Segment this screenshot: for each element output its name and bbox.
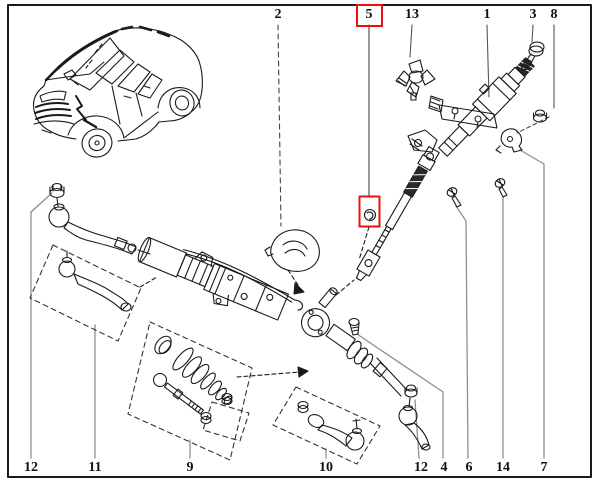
highlight-box-callout-5 [356, 4, 383, 27]
right-tie-rod-end [398, 384, 431, 451]
diagram-border [7, 4, 592, 478]
highlight-box-part-5 [358, 195, 381, 228]
callout-3[interactable]: 3 [529, 7, 537, 22]
callout-8[interactable]: 8 [550, 7, 558, 22]
nut-part-5 [363, 208, 377, 222]
callout-1[interactable]: 1 [483, 7, 491, 22]
cover-part-2 [264, 229, 320, 272]
clamp-part-7 [495, 128, 523, 154]
bolt-part-3 [520, 41, 545, 71]
column-mounting-bracket [428, 95, 498, 129]
callout-11[interactable]: 11 [88, 460, 102, 475]
callout-leader-lines [30, 24, 555, 459]
nut-part-8 [532, 109, 548, 123]
callout-12-left[interactable]: 12 [24, 460, 38, 475]
nut-part-12-left [49, 182, 65, 199]
callout-2[interactable]: 2 [274, 7, 282, 22]
column-bracket-part-13 [395, 59, 436, 101]
callout-12-right[interactable]: 12 [414, 460, 428, 475]
car-illustration [32, 25, 203, 158]
tie-rod-end-kit-box-11 [29, 244, 142, 342]
tie-rod-end-kit-box-10 [272, 386, 381, 465]
callout-14[interactable]: 14 [496, 460, 510, 475]
intermediate-shaft [348, 146, 440, 336]
left-tie-rod-and-end [48, 182, 151, 255]
boot-kit-box-9 [127, 321, 253, 461]
callout-9[interactable]: 9 [186, 460, 194, 475]
screw-part-6 [446, 187, 462, 208]
callout-10[interactable]: 10 [319, 460, 333, 475]
steering-column-assembly [407, 57, 535, 157]
callout-13[interactable]: 13 [405, 7, 419, 22]
callout-5[interactable]: 5 [365, 7, 373, 22]
bolt-part-4 [348, 317, 360, 336]
callout-7[interactable]: 7 [540, 460, 548, 475]
callout-4[interactable]: 4 [440, 460, 448, 475]
steering-rack-assembly [137, 237, 408, 397]
callout-6[interactable]: 6 [465, 460, 473, 475]
screw-part-14 [494, 178, 508, 198]
nut-part-12-right [404, 384, 418, 398]
